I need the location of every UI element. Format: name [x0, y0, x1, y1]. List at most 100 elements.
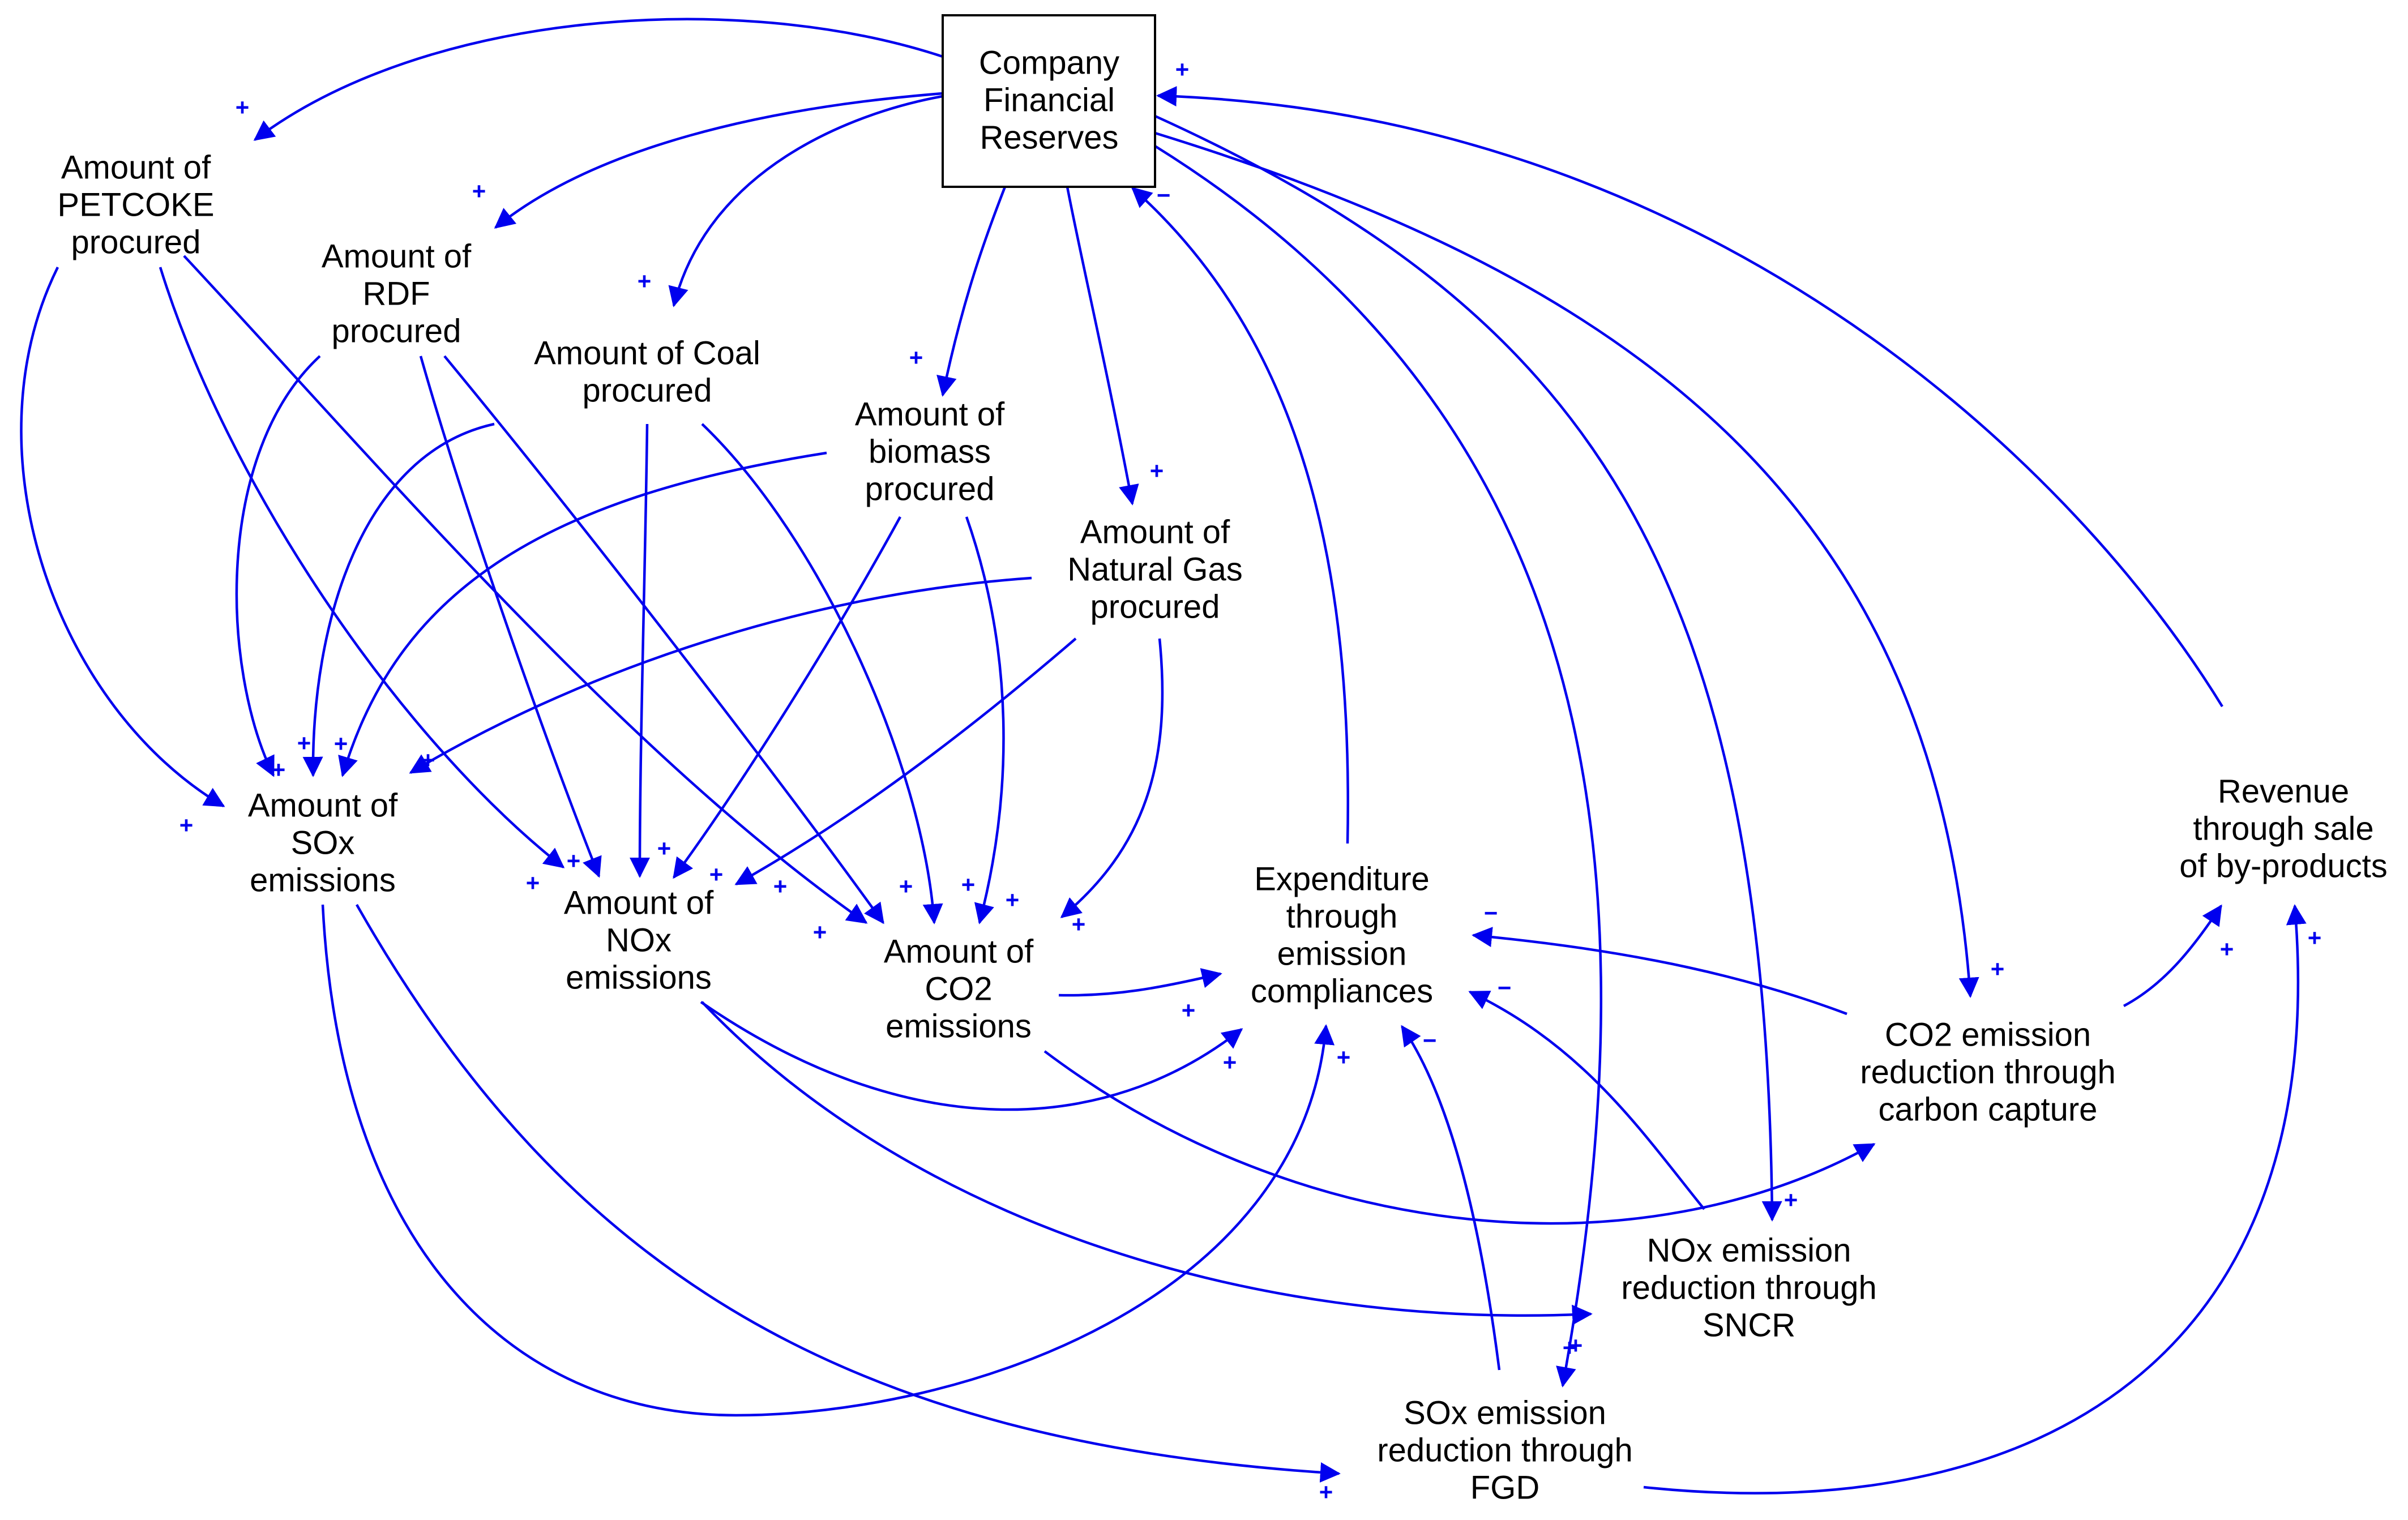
node-label-line: Amount of Coal — [534, 335, 760, 371]
link-reserves-to-sncr — [1154, 114, 1782, 1222]
polarity-reserves-to-natgas: + — [1150, 457, 1164, 484]
node-label-line: SNCR — [1703, 1307, 1795, 1343]
node-label-line: procured — [71, 224, 201, 260]
node-label-line: RDF — [362, 275, 430, 312]
node-label-line: procured — [332, 312, 461, 349]
node-label-line: procured — [1090, 588, 1220, 625]
polarity-expenditure-to-reserves: − — [1157, 182, 1171, 208]
polarity-rdf-to-co2: + — [899, 873, 913, 900]
node-label-line: Amount of — [564, 884, 714, 921]
node-label-line: PETCOKE — [57, 186, 214, 223]
polarity-petcoke-to-nox: + — [526, 870, 540, 896]
polarity-biomass-to-sox: + — [297, 730, 311, 756]
polarity-revenue-to-reserves: + — [1175, 56, 1190, 83]
node-label-line: reduction through — [1860, 1054, 2115, 1090]
link-biomass-to-nox — [673, 516, 901, 879]
polarity-carbon_capture-to-revenue: + — [2220, 936, 2234, 962]
polarity-co2-to-expenditure: + — [1182, 997, 1196, 1024]
link-natgas-to-sox — [409, 576, 1032, 774]
link-petcoke-to-co2 — [183, 255, 868, 924]
node-label-line: procured — [583, 372, 712, 409]
link-coal-to-co2 — [701, 423, 943, 924]
polarity-petcoke-to-co2: + — [813, 919, 827, 945]
link-fgd-to-expenditure — [1401, 1025, 1501, 1371]
node-label-line: CO2 — [925, 970, 992, 1007]
polarity-reserves-to-carbon_capture: + — [1991, 956, 2005, 982]
polarity-reserves-to-fgd: + — [1563, 1334, 1577, 1361]
link-coal-to-nox — [630, 423, 651, 878]
node-label-line: emission — [1277, 935, 1407, 972]
polarity-biomass-to-nox: + — [709, 861, 724, 888]
node-label-line: NOx — [606, 922, 671, 958]
polarity-reserves-to-petcoke: + — [236, 94, 250, 121]
polarity-fgd-to-revenue: + — [2308, 924, 2322, 951]
polarity-coal-to-sox: + — [334, 730, 348, 757]
polarity-layer: +++++++++−++++++++++++++++++++−−−++ — [179, 56, 2322, 1505]
polarity-petcoke-to-sox: + — [179, 812, 194, 838]
link-co2-to-expenditure — [1058, 968, 1222, 997]
node-label-line: emissions — [250, 862, 396, 898]
link-fgd-to-revenue — [1643, 904, 2307, 1495]
polarity-coal-to-nox: + — [657, 835, 671, 862]
link-reserves-to-carbon_capture — [1154, 131, 1979, 998]
link-revenue-to-reserves — [1156, 86, 2223, 708]
node-label-line: through sale — [2193, 810, 2373, 847]
stock-box — [942, 14, 1156, 188]
links-layer — [20, 18, 2307, 1495]
link-natgas-to-co2 — [1060, 638, 1164, 918]
link-nox-to-sncr — [701, 1001, 1593, 1325]
node-label-line: reduction through — [1621, 1269, 1876, 1306]
polarity-nox-to-expenditure: + — [1223, 1049, 1237, 1076]
node-label-line: biomass — [869, 433, 991, 470]
node-label-line: SOx emission — [1404, 1394, 1606, 1431]
node-label-line: Amount of — [884, 933, 1034, 970]
node-label-line: emissions — [566, 959, 712, 996]
polarity-sox-to-fgd: + — [1319, 1479, 1333, 1505]
link-rdf-to-nox — [419, 356, 602, 878]
link-natgas-to-nox — [734, 637, 1077, 885]
polarity-carbon_capture-to-expenditure: − — [1484, 900, 1498, 926]
link-expenditure-to-reserves — [1131, 187, 1349, 844]
polarity-sncr-to-expenditure: − — [1498, 974, 1512, 1001]
node-label-line: SOx — [291, 824, 355, 861]
node-label-line: Amount of — [322, 238, 472, 275]
link-reserves-to-petcoke — [253, 18, 943, 141]
node-label-line: NOx emission — [1647, 1232, 1851, 1269]
polarity-natgas-to-co2: + — [1072, 911, 1086, 937]
link-biomass-to-sox — [338, 451, 827, 777]
node-label-line: Expenditure — [1254, 860, 1430, 897]
polarity-reserves-to-sncr: + — [1784, 1187, 1798, 1213]
link-rdf-to-co2 — [443, 355, 884, 924]
node-label-line: FGD — [1470, 1469, 1539, 1506]
link-biomass-to-co2 — [965, 516, 1005, 924]
polarity-nox-to-sncr: + — [1569, 1332, 1583, 1359]
node-label-line: through — [1286, 898, 1398, 935]
polarity-reserves-to-coal: + — [638, 268, 652, 294]
node-label-line: Amount of — [855, 396, 1005, 433]
node-label-line: compliances — [1251, 973, 1433, 1009]
link-co2-to-carbon_capture — [1043, 1050, 1876, 1225]
link-nox-to-expenditure — [700, 1001, 1243, 1111]
polarity-reserves-to-rdf: + — [472, 178, 486, 204]
link-sox-to-fgd — [356, 904, 1341, 1483]
polarity-natgas-to-nox: + — [773, 873, 788, 900]
polarity-fgd-to-expenditure: − — [1423, 1027, 1437, 1054]
link-rdf-to-sox — [235, 355, 321, 777]
node-label-line: Natural Gas — [1067, 551, 1242, 588]
link-reserves-to-coal — [668, 95, 943, 307]
node-label-line: CO2 emission — [1885, 1016, 2091, 1053]
polarity-coal-to-co2: + — [961, 871, 976, 898]
link-sncr-to-expenditure — [1468, 990, 1705, 1210]
polarity-natgas-to-sox: + — [421, 747, 435, 773]
